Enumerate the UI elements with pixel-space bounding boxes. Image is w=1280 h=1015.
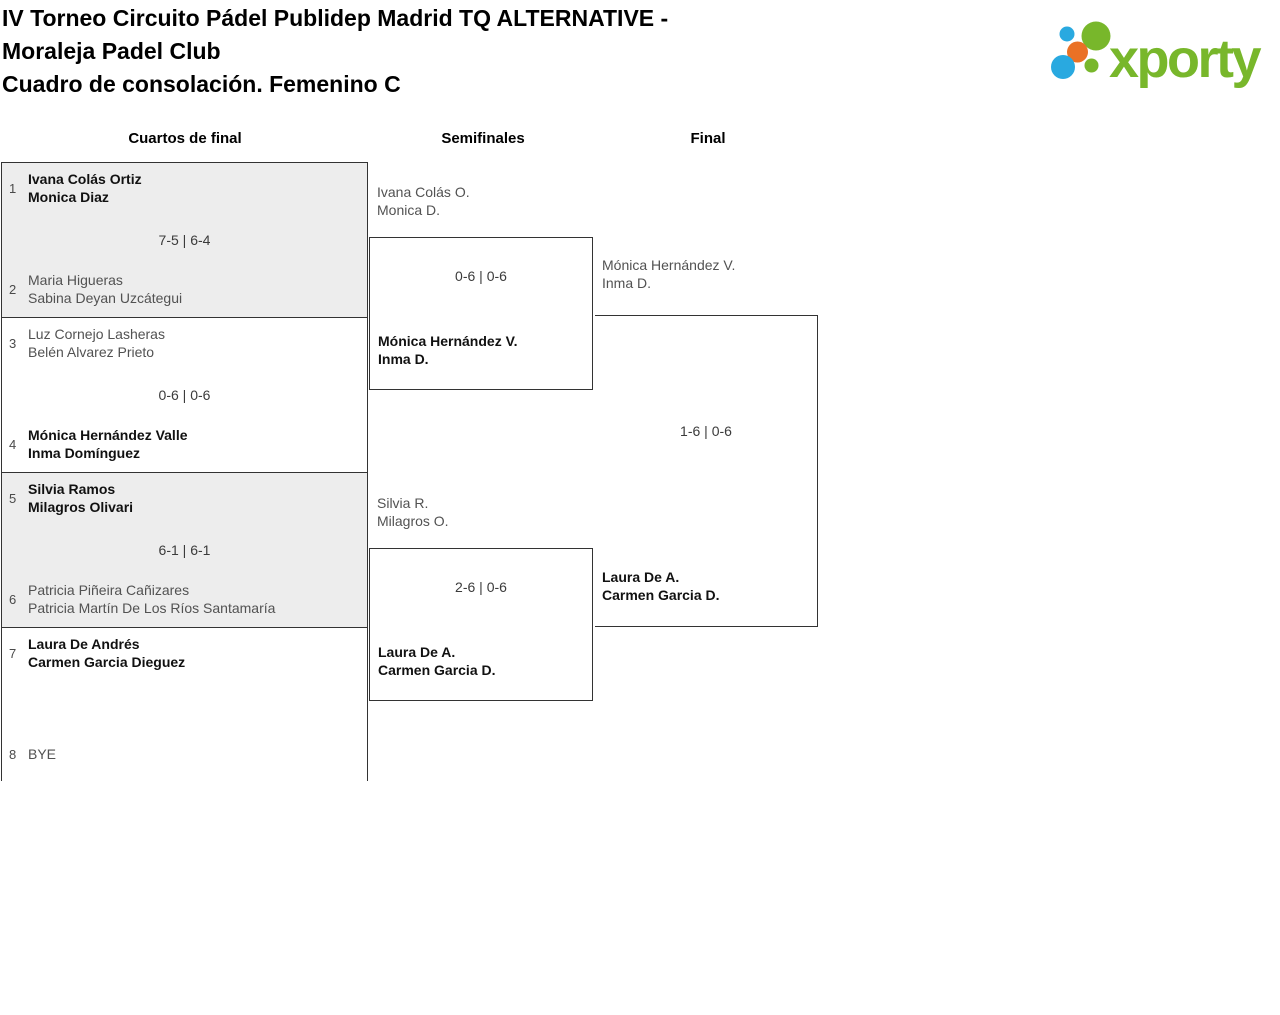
qf-match-3: 5 Silvia Ramos Milagros Olivari 6-1 | 6-…	[2, 472, 367, 627]
team-entry: Laura De Andrés Carmen Garcia Dieguez	[28, 635, 358, 671]
round-header-semifinals: Semifinales	[441, 130, 525, 147]
team-player-1: Ivana Colás O.	[377, 184, 470, 200]
team-player-1: Mónica Hernández V.	[602, 257, 736, 273]
team-player-2: Milagros Olivari	[28, 499, 134, 515]
final-winner-team: Laura De A. Carmen Garcia D.	[602, 568, 720, 604]
match-score: 1-6 | 0-6	[680, 423, 732, 439]
seed-number-8: 8	[9, 746, 17, 762]
team-entry: Luz Cornejo Lasheras Belén Alvarez Priet…	[28, 325, 358, 361]
seed-number-6: 6	[9, 591, 17, 607]
match-score: 7-5 | 6-4	[158, 232, 211, 248]
team-entry: Mónica Hernández Valle Inma Domínguez	[28, 426, 358, 462]
team-player-2: Belén Alvarez Prieto	[28, 344, 155, 360]
final-top-team: Mónica Hernández V. Inma D.	[602, 256, 812, 292]
match-score: 0-6 | 0-6	[158, 387, 211, 403]
round-header-final: Final	[690, 130, 726, 147]
team-player-1: Laura De A.	[602, 569, 680, 585]
logo-dot-blue-small	[1059, 26, 1075, 42]
logo-dot-green-large	[1081, 21, 1111, 51]
team-player-2: Milagros O.	[377, 513, 449, 529]
team-player-2: Patricia Martín De Los Ríos Santamaría	[28, 600, 276, 616]
sf1-winner-team: Mónica Hernández V. Inma D.	[378, 332, 518, 368]
team-player-2: Sabina Deyan Uzcátegui	[28, 290, 183, 306]
team-player-1: Ivana Colás Ortiz	[28, 171, 142, 187]
sf-match-box-2: 2-6 | 0-6 Laura De A. Carmen Garcia D.	[369, 548, 593, 701]
match-score: 0-6 | 0-6	[455, 268, 507, 284]
logo-wordmark: xporty	[1109, 29, 1262, 89]
final-match-box: 1-6 | 0-6 Laura De A. Carmen Garcia D.	[595, 315, 818, 627]
team-player-1: Silvia R.	[377, 495, 429, 511]
sf1-top-team: Ivana Colás O. Monica D.	[377, 183, 587, 219]
page-title: IV Torneo Circuito Pádel Publidep Madrid…	[2, 2, 842, 101]
team-entry-bye: BYE	[28, 736, 358, 772]
team-player-2: Monica Diaz	[28, 189, 109, 205]
match-score: 6-1 | 6-1	[158, 542, 211, 558]
seed-number-4: 4	[9, 436, 17, 452]
team-player-2: Inma D.	[378, 351, 429, 367]
title-line-2: Moraleja Padel Club	[2, 38, 221, 64]
team-player-1: Luz Cornejo Lasheras	[28, 326, 165, 342]
team-player-1: Laura De Andrés	[28, 636, 140, 652]
team-player-1: Mónica Hernández Valle	[28, 427, 188, 443]
team-entry: Maria Higueras Sabina Deyan Uzcátegui	[28, 271, 358, 307]
team-player-1: BYE	[28, 746, 57, 762]
round-header-quarterfinals: Cuartos de final	[128, 130, 242, 147]
team-player-2: Monica D.	[377, 202, 441, 218]
team-player-2: Carmen Garcia Dieguez	[28, 654, 186, 670]
sf-match-box-1: 0-6 | 0-6 Mónica Hernández V. Inma D.	[369, 237, 593, 390]
sf2-winner-team: Laura De A. Carmen Garcia D.	[378, 643, 496, 679]
sf2-top-team: Silvia R. Milagros O.	[377, 494, 587, 530]
team-player-1: Maria Higueras	[28, 272, 123, 288]
seed-number-2: 2	[9, 281, 17, 297]
seed-number-5: 5	[9, 490, 17, 506]
team-entry: Silvia Ramos Milagros Olivari	[28, 480, 358, 516]
team-player-2: Inma Domínguez	[28, 445, 141, 461]
quarterfinals-column: 1 Ivana Colás Ortiz Monica Diaz 7-5 | 6-…	[1, 162, 368, 782]
team-player-1: Mónica Hernández V.	[378, 333, 518, 349]
qf-match-2: 3 Luz Cornejo Lasheras Belén Alvarez Pri…	[2, 317, 367, 472]
seed-number-1: 1	[9, 180, 17, 196]
xporty-logo[interactable]: xporty	[1046, 20, 1278, 94]
team-player-2: Carmen Garcia D.	[378, 662, 496, 678]
logo-dot-orange	[1067, 41, 1088, 63]
team-player-2: Carmen Garcia D.	[602, 587, 720, 603]
seed-number-7: 7	[9, 645, 17, 661]
qf-match-4: 7 Laura De Andrés Carmen Garcia Dieguez …	[2, 627, 367, 782]
team-player-1: Laura De A.	[378, 644, 456, 660]
logo-dot-blue-large	[1051, 55, 1075, 79]
title-line-3: Cuadro de consolación. Femenino C	[2, 71, 401, 97]
title-line-1: IV Torneo Circuito Pádel Publidep Madrid…	[2, 5, 669, 31]
team-player-1: Silvia Ramos	[28, 481, 116, 497]
qf-match-1: 1 Ivana Colás Ortiz Monica Diaz 7-5 | 6-…	[2, 163, 367, 317]
team-entry: Ivana Colás Ortiz Monica Diaz	[28, 170, 358, 206]
team-player-1: Patricia Piñeira Cañizares	[28, 582, 190, 598]
match-score: 2-6 | 0-6	[455, 579, 507, 595]
logo-dot-green-small	[1084, 58, 1099, 73]
seed-number-3: 3	[9, 335, 17, 351]
team-entry: Patricia Piñeira Cañizares Patricia Mart…	[28, 581, 358, 617]
team-player-2: Inma D.	[602, 275, 652, 291]
